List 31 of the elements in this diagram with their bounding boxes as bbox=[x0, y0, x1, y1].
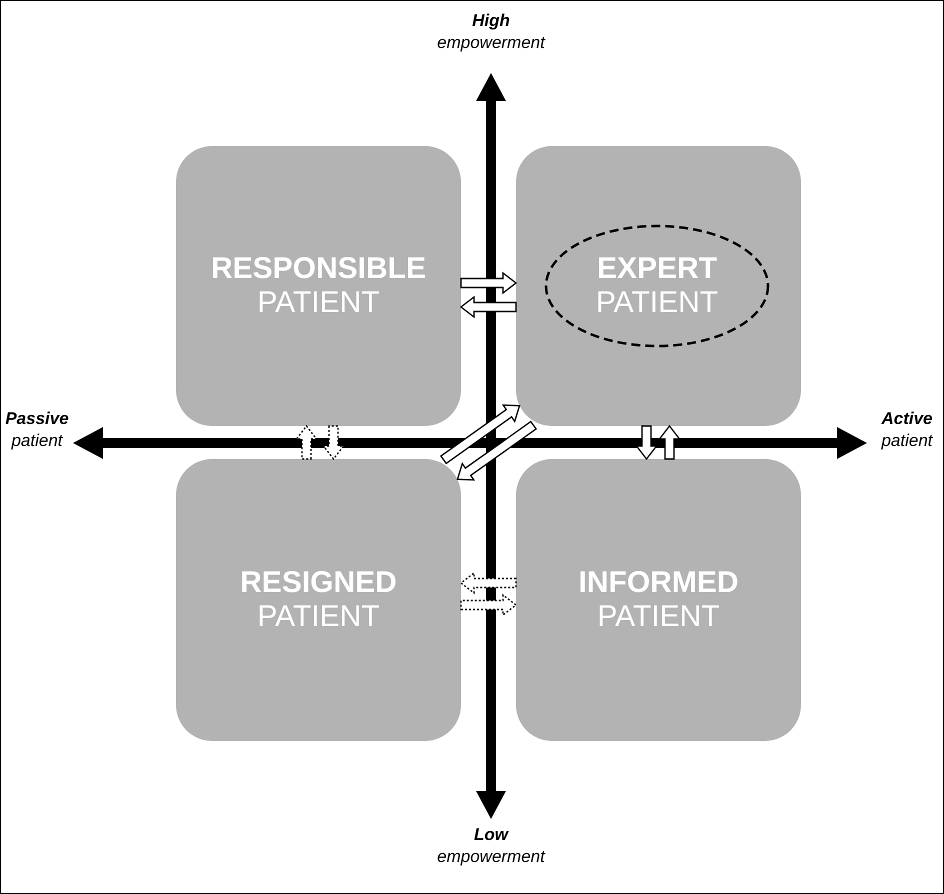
hollow-arrow bbox=[322, 425, 345, 460]
axis-label: empowerment bbox=[437, 33, 545, 54]
hollow-arrow bbox=[460, 272, 518, 294]
axis-label: empowerment bbox=[437, 847, 545, 868]
quadrant-title: EXPERT bbox=[596, 252, 718, 286]
quadrant-box bbox=[176, 459, 461, 741]
quadrant-subtitle: PATIENT bbox=[257, 286, 380, 320]
axis-label: Passive bbox=[5, 409, 69, 430]
quadrant-box bbox=[516, 146, 801, 426]
quadrant-subtitle: PATIENT bbox=[597, 600, 720, 634]
hollow-arrow bbox=[456, 420, 538, 481]
axis-label: patient bbox=[881, 431, 933, 452]
hollow-arrow bbox=[658, 424, 681, 460]
quadrant-title: RESIGNED bbox=[240, 566, 397, 600]
quadrant-subtitle: PATIENT bbox=[257, 600, 380, 634]
axis-label: patient bbox=[11, 431, 63, 452]
hollow-arrow bbox=[635, 425, 658, 460]
quadrant-title: RESPONSIBLE bbox=[210, 252, 426, 286]
axis-label: Active bbox=[881, 409, 933, 430]
quadrant-subtitle: PATIENT bbox=[596, 286, 718, 320]
axis-label: High bbox=[472, 11, 510, 32]
dashed-ellipse bbox=[544, 224, 770, 348]
quadrant-box bbox=[516, 459, 801, 741]
hollow-arrow bbox=[460, 572, 517, 594]
hollow-arrow bbox=[460, 594, 518, 616]
hollow-arrow bbox=[295, 424, 318, 460]
quadrant-title: INFORMED bbox=[578, 566, 738, 600]
quadrant-box bbox=[176, 146, 461, 426]
hollow-arrow bbox=[440, 404, 520, 464]
axis-label: Low bbox=[474, 825, 508, 846]
hollow-arrow bbox=[460, 296, 517, 318]
